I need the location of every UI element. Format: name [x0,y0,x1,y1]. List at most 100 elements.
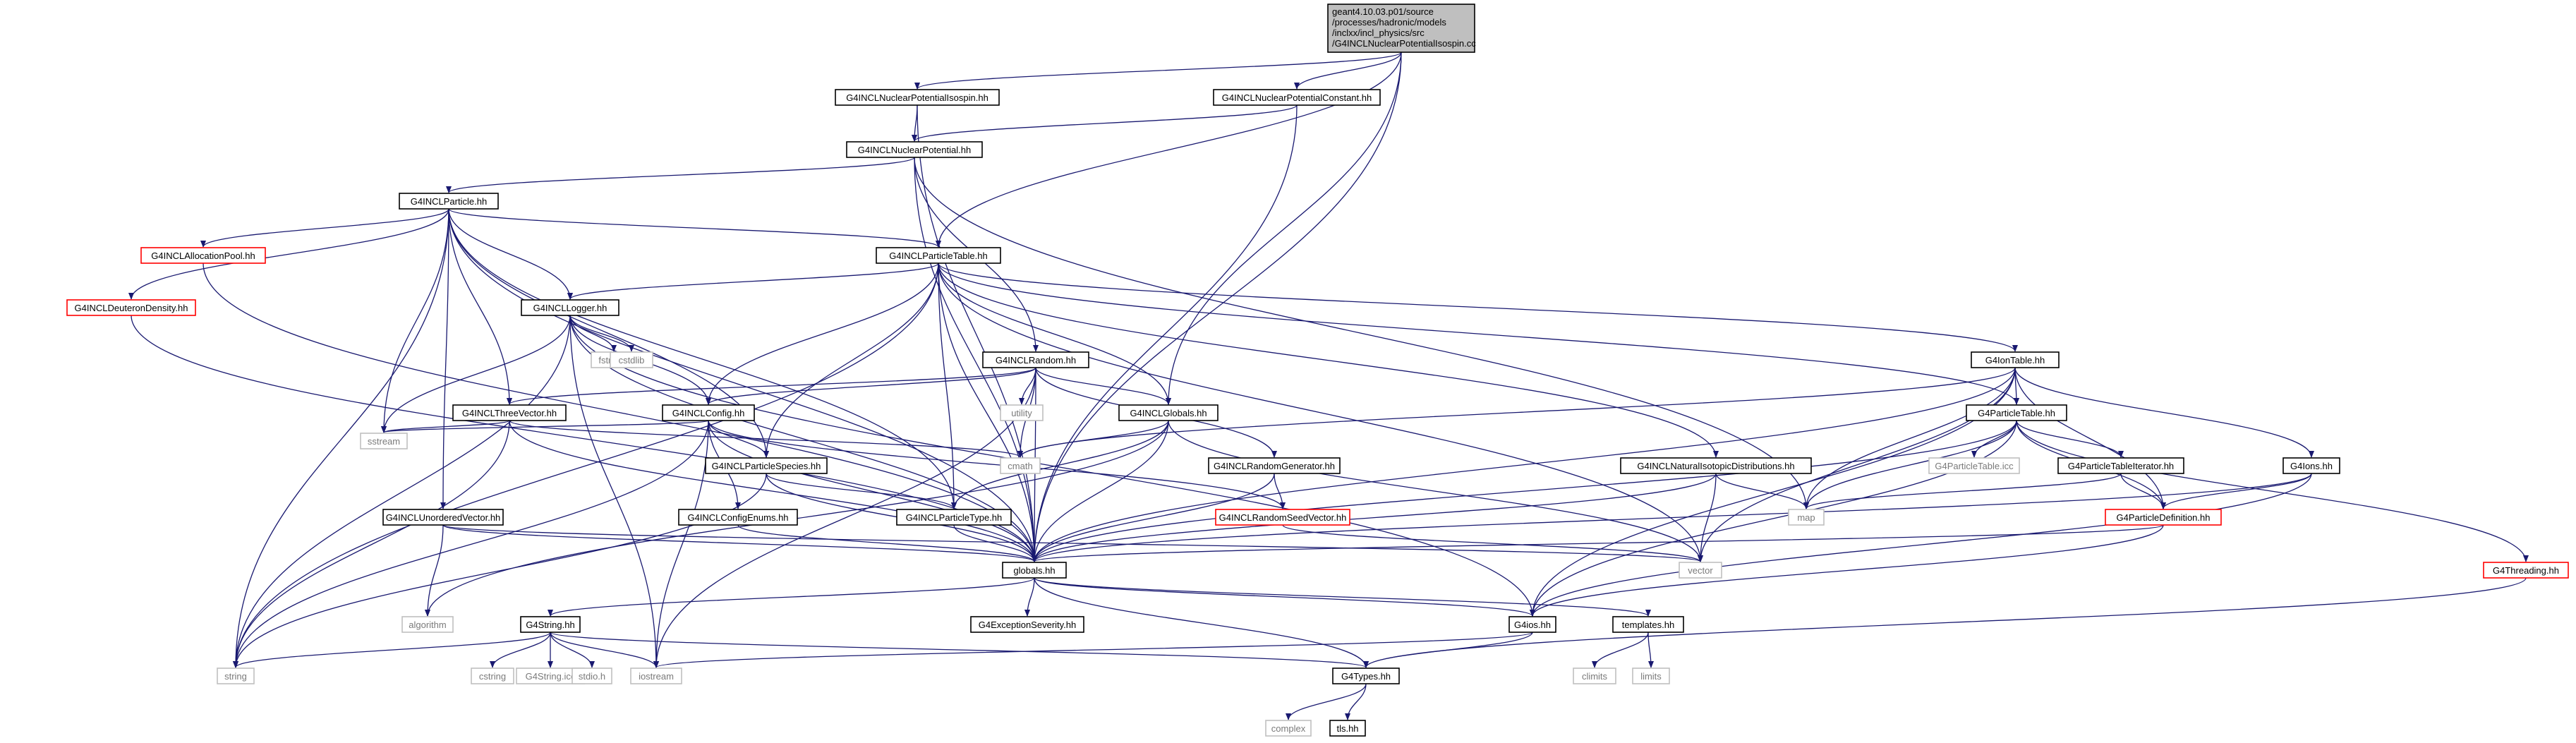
node-ions[interactable]: G4Ions.hh [2282,457,2340,474]
edge-line [233,632,551,668]
edge-line [128,208,449,300]
node-label: G4INCLRandomSeedVector.hh [1219,512,1347,523]
node-box [360,433,408,449]
node-particle[interactable]: G4INCLParticle.hh [399,193,499,210]
edge-ptable-to-logger [567,262,939,300]
node-npiso[interactable]: G4INCLNuclearPotentialIsospin.hh [835,89,1000,106]
node-label: tls.hh [1336,723,1358,734]
node-except[interactable]: G4ExceptionSeverity.hh [970,616,1084,633]
edge-line [1698,367,2016,562]
edge-line [548,577,1035,617]
node-seed[interactable]: G4INCLRandomSeedVector.hh [1215,509,1350,526]
node-random[interactable]: G4INCLRandom.hh [982,351,1089,368]
edge-line [914,52,1402,90]
node-algorithm: algorithm [401,616,454,633]
node-config[interactable]: G4INCLConfig.hh [662,404,755,421]
node-box [835,89,1000,106]
edge-ptableiter-to-map [1803,473,2122,509]
node-box [66,299,196,316]
edge-line [1282,524,1703,562]
node-npconst[interactable]: G4INCLNuclearPotentialConstant.hh [1213,89,1381,106]
node-species[interactable]: G4INCLParticleSpecies.hh [705,457,828,474]
edge-globals-to-algorithm [425,420,1169,617]
node-box [401,616,454,633]
edge-logger-to-g4ios [569,315,1535,617]
node-ptable[interactable]: G4INCLParticleTable.hh [876,247,1001,264]
edge-species-to-ptype [766,473,957,509]
edge-line [550,632,659,668]
edge-line [233,315,571,668]
edge-ptable-to-gglobals [938,262,1037,562]
edge-iontable-to-map [1803,367,2016,509]
edge-line [1530,473,2312,617]
node-label: G4INCLParticleSpecies.hh [712,461,821,471]
node-globals[interactable]: G4INCLGlobals.hh [1118,404,1219,421]
edge-line [550,632,1369,668]
edge-ptable-to-ptype [938,262,957,509]
edge-line [233,208,449,668]
edge-natiso-to-gglobals [1032,473,1717,562]
node-box [1971,351,2060,368]
edge-ions-to-g4ios [1530,473,2312,617]
edge-g4string-to-cstring [490,632,551,668]
node-layer: geant4.10.03.p01/source/processes/hadron… [66,4,2569,737]
edge-particle-to-alloc [200,208,449,248]
node-threading[interactable]: G4Threading.hh [2483,562,2569,579]
edge-particle-to-sstream [381,208,449,433]
node-box [2105,509,2222,526]
node-tls[interactable]: tls.hh [1329,720,1366,737]
node-deuteron[interactable]: G4INCLDeuteronDensity.hh [66,299,196,316]
node-box [572,668,612,684]
node-g4ptable[interactable]: G4ParticleTable.hh [1966,404,2067,421]
edge-g4string-to-string [233,632,551,668]
node-unordered[interactable]: G4INCLUnorderedVector.hh [382,509,504,526]
edge-g4string-to-iostream [550,632,659,668]
edge-npiso-to-gglobals [917,104,1037,562]
node-alloc[interactable]: G4INCLAllocationPool.hh [140,247,266,264]
node-randgen[interactable]: G4INCLRandomGenerator.hh [1208,457,1341,474]
edge-globals-to-ptype [951,420,1169,509]
node-label: G4ParticleTableIterator.hh [2068,461,2174,471]
edge-g4ios-to-iostream [653,632,1533,668]
node-stringicc: G4String.icc [516,668,585,684]
node-ptype[interactable]: G4INCLParticleType.hh [896,509,1012,526]
edge-line [938,262,1171,405]
node-np[interactable]: G4INCLNuclearPotential.hh [846,141,983,158]
node-box [1632,668,1670,684]
edge-random-to-globals [1035,367,1171,405]
edge-particle-to-deuteron [128,208,449,300]
edge-line [914,157,1037,562]
node-enums[interactable]: G4INCLConfigEnums.hh [678,509,798,526]
node-pdef[interactable]: G4ParticleDefinition.hh [2105,509,2222,526]
node-threevec[interactable]: G4INCLThreeVector.hh [452,404,567,421]
node-label: iostream [639,671,674,682]
node-g4string[interactable]: G4String.hh [520,616,581,633]
node-box [2483,562,2569,579]
node-g4types[interactable]: G4Types.hh [1332,668,1400,684]
edge-ions-to-gglobals [1032,473,2312,562]
edge-line [1971,420,2017,458]
edge-line [567,262,939,300]
edge-config-to-gglobals [708,420,1037,562]
node-logger[interactable]: G4INCLLogger.hh [521,299,619,316]
edge-line [381,420,709,433]
edge-config-to-sstream [381,420,709,433]
node-box [1002,562,1067,579]
edge-particle-to-unordered [440,208,449,509]
node-ptableiter[interactable]: G4ParticleTableIterator.hh [2057,457,2184,474]
node-natiso[interactable]: G4INCLNaturalIsotopicDistributions.hh [1620,457,1812,474]
edge-g4ptable-to-g4ios [1530,420,2017,617]
edge-particle-to-string [233,208,449,668]
node-label: string [224,671,247,682]
node-box [1265,720,1312,737]
node-g4ios[interactable]: G4ios.hh [1508,616,1556,633]
node-iontable[interactable]: G4IonTable.hh [1971,351,2060,368]
edge-line [1032,420,2017,562]
edge-line [917,104,1037,562]
edge-line [1803,473,2122,509]
node-string: string [217,668,255,684]
node-gglobals[interactable]: globals.hh [1002,562,1067,579]
edge-line [708,420,769,458]
edge-g4ptable-to-ptableiter [2016,420,2124,458]
node-templates[interactable]: templates.hh [1612,616,1684,633]
